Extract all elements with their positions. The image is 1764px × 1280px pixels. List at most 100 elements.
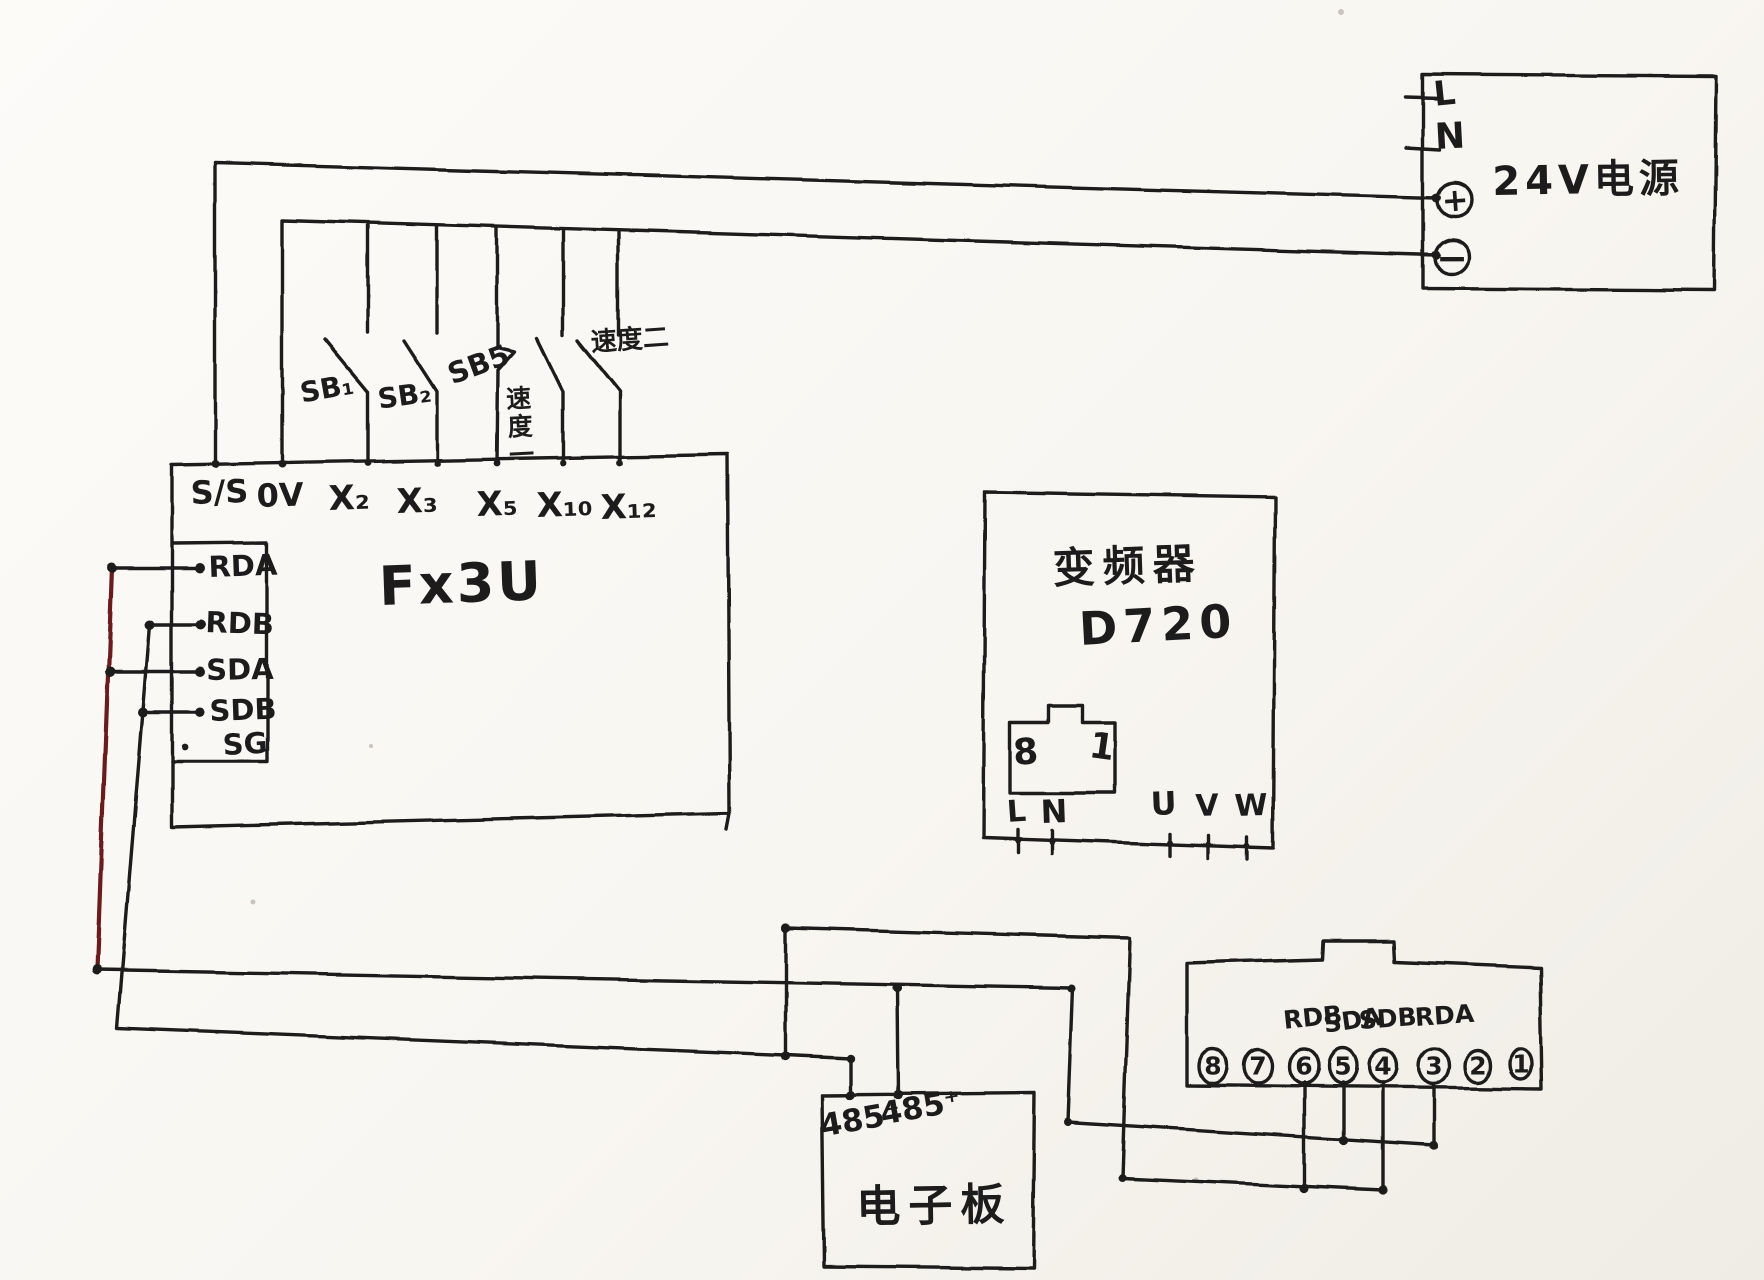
plc-terminal-ss: S/S (189, 471, 249, 512)
plc-terminal-sg: SG (221, 725, 269, 762)
inverter-terminal-u: U (1149, 784, 1178, 823)
junction-dot (278, 460, 286, 468)
junction-dot (1118, 1174, 1126, 1182)
junction-dot (195, 563, 205, 573)
paper-speck (1338, 9, 1344, 15)
junction-dot (107, 563, 117, 573)
paper-speck (250, 899, 256, 905)
paper-speck (369, 744, 373, 748)
junction-dot (1299, 1183, 1309, 1193)
terminal-block-pin-circles (1197, 1046, 1534, 1086)
inverter-port-box (1008, 704, 1117, 795)
psu-terminal-ticks (1404, 95, 1442, 153)
plc-title: Fx3U (377, 549, 546, 618)
block-pin-5: 5 (1334, 1051, 1352, 1081)
junction-dot (105, 667, 115, 677)
pin-circle (1242, 1047, 1274, 1085)
block-pin-8: 8 (1204, 1051, 1222, 1081)
plc-terminal-x3: X₃ (395, 480, 439, 522)
junction-dot (1431, 193, 1441, 203)
terminal-tick-dot (1015, 837, 1021, 843)
psu-terminal-plus: + (1440, 180, 1470, 220)
plc-terminal-sdb: SDB (208, 691, 278, 728)
inverter-model: D720 (1077, 593, 1239, 656)
switch-sb1 (323, 222, 370, 465)
block-pin-7: 7 (1249, 1051, 1267, 1081)
wire-0v-bus (280, 218, 1438, 467)
junction-dot (1064, 1118, 1072, 1126)
junction-dot (1378, 1185, 1388, 1195)
block-label-rda: RDA (1413, 998, 1476, 1032)
junction-dot (559, 459, 567, 467)
junction-dot (1068, 985, 1076, 993)
wire-block-pin-drops (1302, 1081, 1436, 1192)
wire-red-a-line (94, 565, 115, 973)
plc-terminal-x10: X₁₀ (535, 484, 594, 526)
inverter-terminal-l: L (1005, 793, 1028, 830)
junction-dot (893, 1090, 903, 1100)
plc-terminal-x12: X₁₂ (599, 486, 658, 528)
inverter-terminal-n: N (1039, 792, 1068, 831)
inverter-terminal-w: W (1233, 787, 1269, 824)
psu-box (1421, 72, 1718, 292)
plc-terminal-rdb: RDB (204, 605, 275, 642)
psu-terminal-n: N (1433, 115, 1467, 158)
sg-terminal-dot (181, 743, 189, 751)
junction-dot (364, 459, 372, 467)
terminal-tick-dot (1244, 843, 1250, 849)
inverter-box (981, 490, 1277, 850)
junction-dot (845, 1090, 855, 1100)
block-pin-4: 4 (1374, 1051, 1392, 1081)
pin-circle (1463, 1048, 1493, 1084)
junction-dot (781, 923, 791, 933)
junction-dot (195, 620, 205, 630)
junction-dot (1431, 250, 1441, 260)
pin-circle (1508, 1047, 1534, 1081)
junction-dot (145, 620, 155, 630)
junction-dot (92, 965, 102, 975)
wire-ss-to-psu-plus (213, 161, 1438, 467)
junction-dot (211, 460, 219, 468)
psu-terminal-minus: − (1436, 236, 1468, 280)
plc-box (170, 453, 732, 831)
block-pin-1: 1 (1512, 1049, 1530, 1079)
junction-dot (616, 459, 624, 467)
switch-label-speed2: 速度二 (589, 322, 670, 358)
pin-circle (1197, 1047, 1229, 1085)
wire-a-line-bottom (95, 968, 1436, 1147)
junction-dot (195, 707, 205, 717)
plc-terminal-sda: SDA (205, 651, 274, 687)
terminal-tick-dot (1205, 842, 1211, 848)
switch-speed2 (576, 230, 622, 465)
junction-dot (1338, 1135, 1348, 1145)
switch-label-speed1: 速度一 (502, 384, 536, 470)
junction-dot (195, 667, 205, 677)
board-title: 电子板 (855, 1179, 1013, 1233)
wire-b-line-right (784, 926, 1385, 1192)
junction-dot (493, 459, 501, 467)
block-pin-2: 2 (1469, 1051, 1487, 1081)
inverter-terminal-v: V (1194, 788, 1220, 824)
psu-terminal-l: L (1431, 72, 1458, 115)
switch-label-sb2: SB₂ (375, 375, 434, 416)
block-pin-6: 6 (1295, 1051, 1313, 1081)
junction-dots (92, 193, 1441, 1195)
psu-title: 24V电源 (1491, 155, 1685, 205)
inverter-port-pin-8: 8 (1011, 731, 1040, 774)
plc-comm-box (170, 540, 269, 764)
board-box (820, 1091, 1037, 1270)
junction-dot (433, 459, 441, 467)
junction-dot (1429, 1140, 1439, 1150)
terminal-tick-dot (1167, 840, 1173, 846)
inverter-title: 变频器 (1051, 538, 1204, 593)
terminal-tick-dot (1049, 839, 1055, 845)
plc-terminal-rda: RDA (207, 547, 278, 584)
switch-sb5 (495, 226, 516, 465)
switch-sb2 (402, 224, 439, 465)
inverter-port-pin-1: 1 (1086, 725, 1118, 770)
block-pin-3: 3 (1425, 1051, 1443, 1081)
junction-dot (138, 707, 148, 717)
plc-terminal-x2: X₂ (327, 477, 371, 519)
